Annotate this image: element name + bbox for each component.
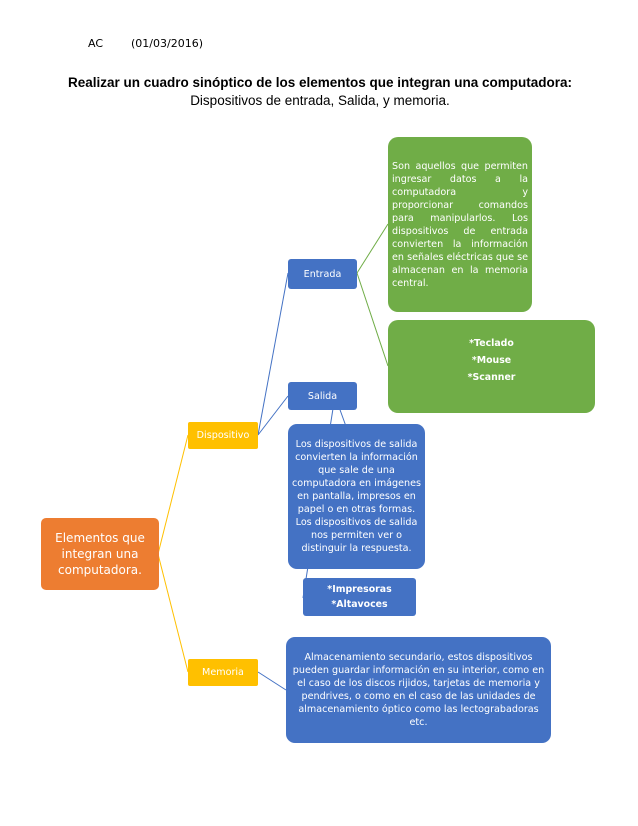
connector-root-dispositivo xyxy=(157,434,189,555)
connector-dispositivo-entrada xyxy=(257,272,289,436)
connector-memoria-desc xyxy=(257,671,287,691)
connector-root-memoria xyxy=(157,553,189,673)
connector-entrada-items xyxy=(356,272,389,367)
memoria-description: Almacenamiento secundario, estos disposi… xyxy=(286,637,551,743)
dispositivo-node: Dispositivo xyxy=(188,422,258,449)
connector-dispositivo-salida xyxy=(257,395,289,436)
salida-item-impresoras: *Impresoras xyxy=(327,584,392,595)
root-node: Elementos que integran una computadora. xyxy=(41,518,159,590)
title-normal: Dispositivos de entrada, Salida, y memor… xyxy=(190,93,450,108)
entrada-item-mouse: *Mouse xyxy=(471,355,512,366)
header-date: (01/03/2016) xyxy=(131,37,203,50)
salida-items: *Impresoras *Altavoces xyxy=(303,578,416,616)
entrada-item-scanner: *Scanner xyxy=(467,372,516,383)
page-title: Realizar un cuadro sinóptico de los elem… xyxy=(60,74,580,110)
salida-node: Salida xyxy=(288,382,357,410)
author-initials: AC xyxy=(88,37,104,50)
entrada-item-teclado: *Teclado xyxy=(469,338,514,349)
entrada-node: Entrada xyxy=(288,259,357,289)
salida-description: Los dispositivos de salida convierten la… xyxy=(288,424,425,569)
entrada-description: Son aquellos que permiten ingresar datos… xyxy=(388,137,532,312)
title-bold: Realizar un cuadro sinóptico de los elem… xyxy=(67,75,573,90)
salida-item-altavoces: *Altavoces xyxy=(331,599,388,610)
memoria-node: Memoria xyxy=(188,659,258,686)
document-header: AC (01/03/2016) xyxy=(88,37,203,50)
entrada-items: *Teclado *Mouse *Scanner xyxy=(388,320,595,413)
connector-entrada-desc xyxy=(356,223,389,274)
